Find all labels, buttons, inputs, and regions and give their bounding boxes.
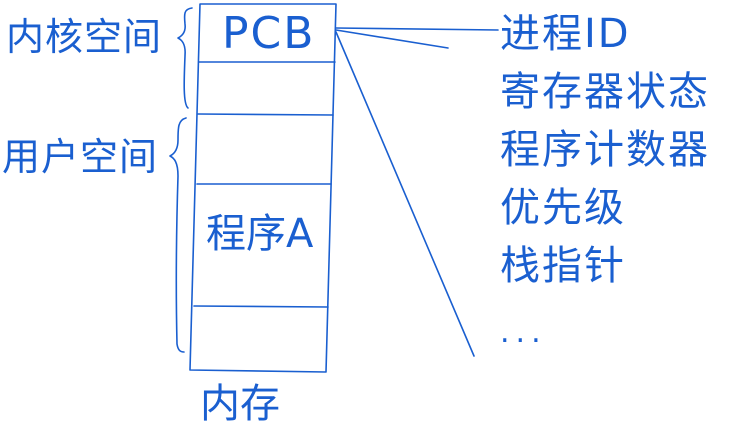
- kernel-space-label: 内核空间: [6, 15, 163, 59]
- kernel-space-brace: [177, 7, 193, 109]
- pcb-field-priority: 优先级: [500, 185, 626, 231]
- pcb-field-ellipsis: ...: [500, 315, 547, 350]
- memory-block-outline: [189, 3, 337, 373]
- pcb-field-process-id: 进程ID: [500, 11, 631, 57]
- program-block-label: 程序A: [206, 211, 314, 257]
- memory-divider: [193, 305, 329, 308]
- memory-divider: [197, 113, 334, 116]
- pcb-field-stack-pointer: 栈指针: [500, 243, 626, 289]
- pcb-field-program-counter: 程序计数器: [500, 127, 710, 173]
- pcb-field-register-state: 寄存器状态: [500, 69, 710, 115]
- pcb-expansion-line-top: [335, 29, 449, 49]
- pcb-pointer-line: [335, 27, 499, 31]
- pcb-block-label: PCB: [222, 8, 316, 59]
- user-space-brace: [169, 117, 187, 353]
- user-space-label: 用户空间: [2, 135, 159, 179]
- memory-label: 内存: [200, 381, 280, 427]
- pcb-expansion-line-bottom: [335, 31, 475, 357]
